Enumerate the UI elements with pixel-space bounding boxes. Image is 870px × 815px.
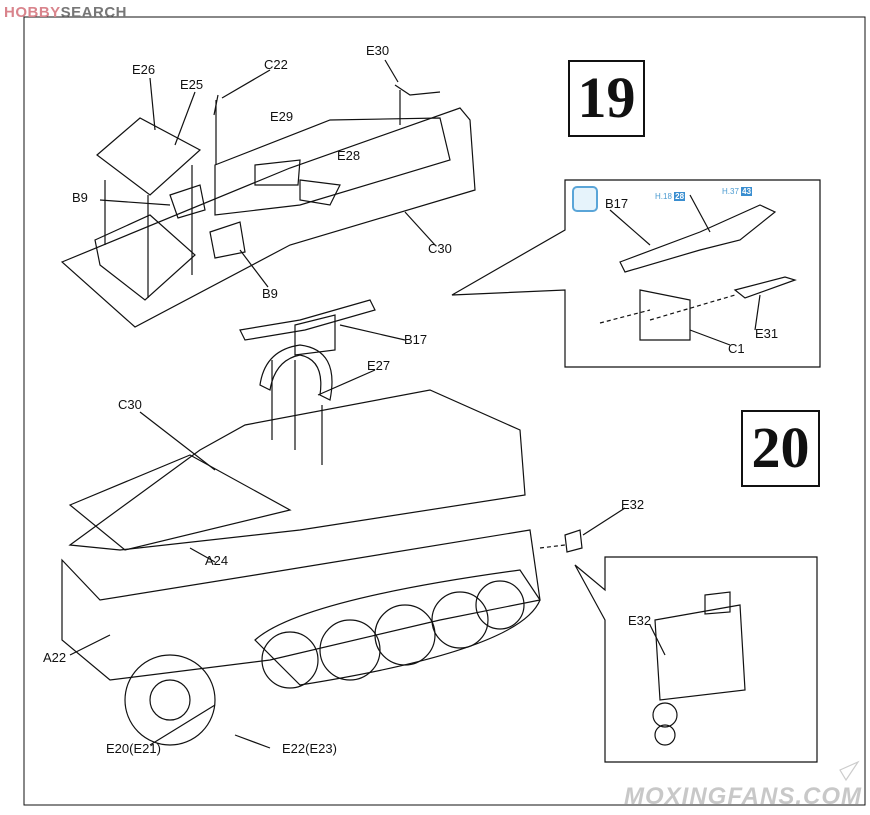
label-e29: E29 bbox=[270, 109, 294, 124]
moxingfans-watermark: MOXINGFANS.COM bbox=[623, 783, 862, 810]
engine-deck-c30 bbox=[68, 454, 292, 551]
inset-label-b17: B17 bbox=[605, 196, 629, 211]
paint-callout-2: H.37 43 bbox=[722, 187, 753, 196]
hatch-opening bbox=[94, 214, 196, 301]
mg-b17 bbox=[619, 204, 777, 273]
label-e25: E25 bbox=[180, 77, 204, 92]
label-e28: E28 bbox=[337, 148, 361, 163]
hobbysearch-watermark: HOBBYSEARCH bbox=[4, 4, 128, 21]
label-b9: B9 bbox=[262, 286, 278, 301]
inset-label-c1: C1 bbox=[728, 341, 745, 356]
step-20-number: 20 bbox=[741, 410, 820, 487]
paper-plane-logo bbox=[839, 760, 860, 782]
inset-label-e31: E31 bbox=[755, 326, 779, 341]
paintbrush-icon bbox=[572, 186, 598, 212]
inset-hull-detail bbox=[654, 604, 746, 701]
label-c22: C22 bbox=[264, 57, 288, 72]
upper-hull bbox=[214, 117, 451, 216]
step-19-number: 19 bbox=[568, 60, 645, 137]
vision-block-b9 bbox=[169, 184, 206, 219]
hatch-e26 bbox=[96, 117, 202, 196]
mg-b17-20 bbox=[239, 299, 376, 341]
vision-block-b9b bbox=[209, 221, 246, 259]
part-e32 bbox=[564, 529, 583, 553]
label-e22-e23: E22(E23) bbox=[282, 741, 337, 756]
label-a24: A24 bbox=[205, 553, 229, 568]
floor-plate bbox=[60, 107, 476, 328]
label-a22: A22 bbox=[43, 650, 67, 665]
road-wheel bbox=[261, 631, 319, 689]
label-e30: E30 bbox=[366, 43, 390, 58]
track bbox=[254, 569, 541, 686]
label-e26: E26 bbox=[132, 62, 156, 77]
label-c30: C30 bbox=[428, 241, 452, 256]
page-frame bbox=[23, 16, 866, 806]
part-e28 bbox=[299, 179, 341, 206]
label-e27: E27 bbox=[367, 358, 391, 373]
part-e27 bbox=[259, 344, 333, 401]
label-b17: B17 bbox=[404, 332, 428, 347]
hull-top bbox=[68, 389, 526, 551]
label-e20-e21: E20(E21) bbox=[106, 741, 161, 756]
part-e31 bbox=[733, 276, 797, 299]
hull-side bbox=[61, 529, 541, 681]
inset-19-frame bbox=[451, 179, 821, 368]
part-c1 bbox=[639, 289, 691, 341]
part-e29 bbox=[254, 159, 301, 186]
paint-callout-1: H.18 28 bbox=[655, 192, 686, 201]
inset-label-e32: E32 bbox=[628, 613, 652, 628]
label-b9: B9 bbox=[72, 190, 88, 205]
inset-20-frame bbox=[574, 556, 818, 763]
front-wheel bbox=[124, 654, 216, 746]
label-e32: E32 bbox=[621, 497, 645, 512]
label-c30: C30 bbox=[118, 397, 142, 412]
